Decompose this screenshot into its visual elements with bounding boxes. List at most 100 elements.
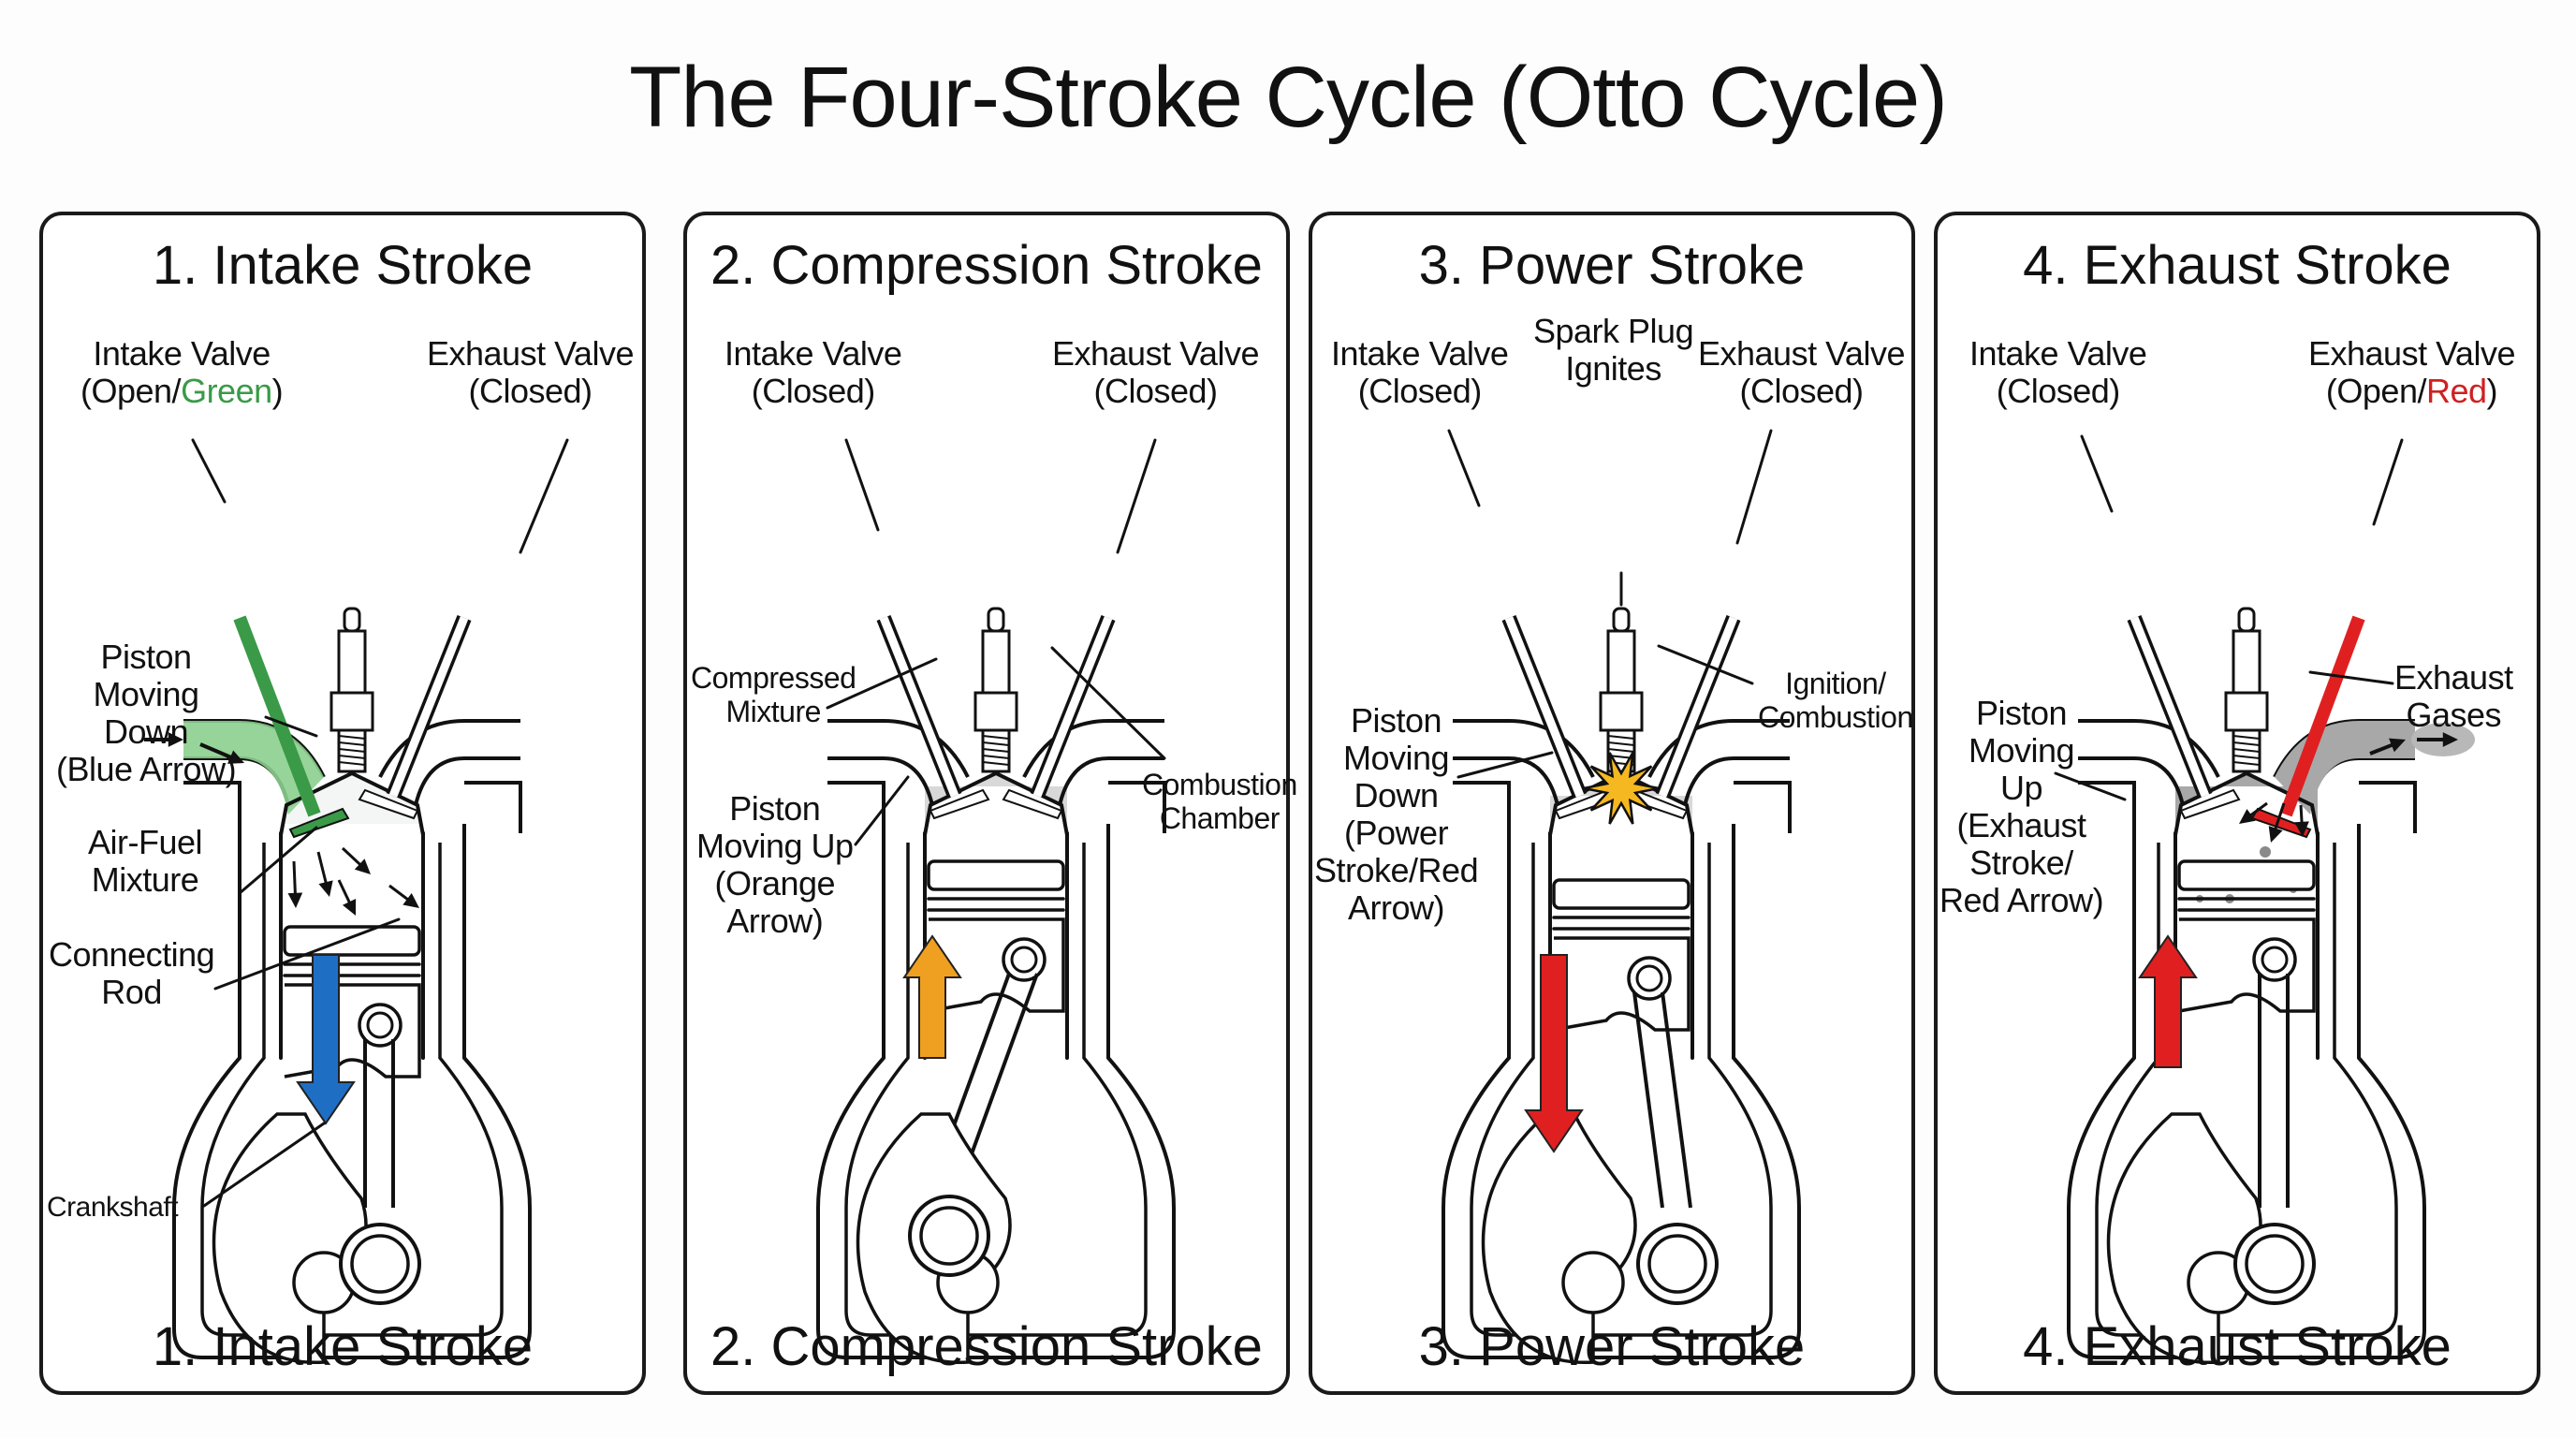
intake-port-lower [827, 756, 934, 806]
connecting-rod [1632, 991, 1692, 1209]
label-piston: Piston Moving Down (Blue Arrow) [56, 638, 237, 788]
intake-port-lower [2078, 756, 2185, 806]
engine-diagram [1442, 429, 1801, 1365]
leader-intake-valve [844, 438, 880, 532]
crankcase-outer [2067, 824, 2426, 1359]
label-text: Moving [1969, 731, 2075, 770]
label-text: (Closed) [1093, 372, 1218, 410]
label-intake-valve: Intake Valve (Open/Green) [80, 335, 284, 410]
label-exhaust-valve: Exhaust Valve (Closed) [427, 335, 634, 410]
cylinder-head-edge [2078, 781, 2417, 833]
label-text: Up [2000, 769, 2043, 807]
mixture-flow-arrow [337, 879, 357, 916]
label-text: Intake Valve [1969, 334, 2147, 373]
leader-exhaust-valve [1735, 429, 1773, 545]
label-text: (Closed) [1357, 372, 1483, 410]
label-intake-valve: Intake Valve (Closed) [724, 335, 902, 410]
label-text: Crankshaft [47, 1192, 179, 1223]
label-text-green: Green [181, 372, 272, 410]
label-exhaust-valve: Exhaust Valve (Closed) [1052, 335, 1259, 410]
leader-compressed-mixture [826, 657, 938, 710]
label-text: Mixture [91, 860, 199, 899]
crankshaft-counterweight [1481, 1112, 1637, 1365]
crankshaft-main [1561, 1251, 1625, 1314]
label-spark-plug: Spark Plug Ignites [1533, 313, 1694, 388]
exhaust-flow-arrow [2268, 802, 2286, 843]
leader-intake-valve [1447, 429, 1481, 507]
label-piston: Piston Moving Up (Exhaust Stroke/ Red Ar… [1939, 694, 2104, 919]
label-text: Piston [1976, 694, 2068, 732]
combustion-chamber-roof [923, 770, 1069, 836]
label-text: Arrow) [1348, 888, 1445, 927]
mixture-flow-arrow [388, 884, 419, 908]
spark-plug [329, 607, 374, 773]
label-text: (Closed) [1996, 372, 2121, 410]
label-state: (Open/Red) [2308, 373, 2515, 410]
label-text: (Closed) [1739, 372, 1864, 410]
combustion-chamber-roof [2174, 770, 2320, 836]
piston-crown [1552, 878, 1690, 910]
label-exhaust-valve: Exhaust Valve (Closed) [1698, 335, 1905, 410]
label-compressed-mixture: Compressed Mixture [691, 661, 856, 728]
crankcase-inner [844, 843, 1148, 1337]
panel-power-stroke: 3. Power Stroke Intake Valve (Closed) Sp… [1309, 212, 1915, 1395]
connecting-rod [363, 1039, 395, 1208]
cylinder-head-edge [1453, 781, 1792, 833]
exhaust-valve-head [358, 788, 419, 820]
label-text: (Orange [714, 864, 836, 902]
label-text: Exhaust Valve [1698, 334, 1905, 373]
panel-exhaust-stroke: 4. Exhaust Stroke Intake Valve (Closed) … [1934, 212, 2540, 1395]
label-piston: Piston Moving Down (Power Stroke/Red Arr… [1314, 702, 1479, 927]
spark-plug [973, 607, 1018, 773]
crank-pin [919, 1206, 979, 1266]
leader-exhaust-valve [1116, 438, 1157, 554]
panel-title: 4. Exhaust Stroke [2023, 235, 2452, 296]
leader-connecting-rod [213, 917, 401, 990]
exhaust-valve-inner [388, 616, 469, 798]
label-text: Down [1354, 776, 1440, 814]
mixture-flow-arrow [341, 846, 371, 874]
label-air-fuel-mixture: Air-Fuel Mixture [88, 823, 203, 899]
wrist-pin-inner [1635, 964, 1663, 992]
label-combustion-chamber: Combustion Chamber [1142, 768, 1297, 835]
label-text: (Closed) [751, 372, 876, 410]
crank-pin [1647, 1234, 1707, 1294]
panel-footer: 3. Power Stroke [1418, 1316, 1806, 1377]
intake-valve-inner [1504, 616, 1585, 798]
label-text: Stroke/ [1969, 844, 2073, 882]
engine-diagram [816, 438, 1176, 1365]
intake-valve-inner [2130, 616, 2210, 798]
piston-up-arrow [2138, 934, 2198, 1068]
label-text: ) [271, 372, 284, 410]
leader-piston [854, 775, 910, 846]
label-text: Piston [729, 789, 821, 828]
crankshaft-counterweight [212, 1112, 368, 1365]
label-text: Chamber [1159, 801, 1281, 835]
piston-down-arrow [1524, 954, 1584, 1153]
label-intake-valve: Intake Valve (Closed) [1331, 334, 1509, 410]
label-text: Red Arrow) [1939, 881, 2104, 919]
leader-combustion-chamber [1050, 646, 1166, 760]
piston-crown [2177, 859, 2316, 891]
leader-piston [1456, 751, 1554, 779]
leader-mixture [238, 826, 318, 895]
label-text: (Power [1344, 814, 1449, 852]
leader-exhaust-valve [2372, 438, 2404, 526]
label-text: Arrow) [726, 902, 824, 940]
label-text: (Closed) [468, 372, 593, 410]
leader-intake-valve [191, 438, 227, 504]
leader-intake-valve [2080, 434, 2114, 513]
intake-valve-head [929, 788, 990, 820]
label-state: (Open/Green) [80, 372, 284, 410]
combustion-chamber [925, 773, 1067, 833]
combustion-chamber [2175, 773, 2318, 833]
piston-up-arrow [902, 934, 962, 1059]
label-text: Air-Fuel [88, 823, 203, 861]
piston-down-arrow [296, 954, 356, 1125]
crankcase-inner [1470, 843, 1773, 1337]
spark-burst [1583, 752, 1660, 825]
spark-plug [2224, 607, 2269, 773]
label-text: Intake Valve [1331, 334, 1509, 373]
combustion-chamber-roof [279, 770, 425, 836]
piston-crown [927, 859, 1065, 891]
